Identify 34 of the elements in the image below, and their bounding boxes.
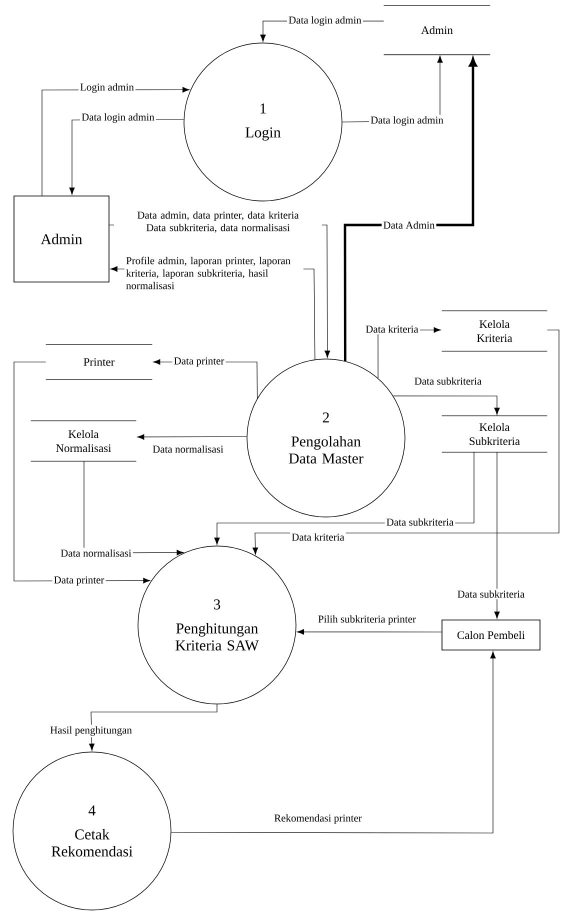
- data-store: Kelola Normalisasi: [30, 420, 137, 462]
- arrow: [494, 452, 500, 619]
- edge-label: Profile admin, laporan printer, laporan kriteria, laporan subkriteria, hasil normalisasi: [124, 255, 304, 291]
- data-store: Kelola Subkriteria: [441, 415, 548, 453]
- arrow: [344, 58, 477, 362]
- edge-label: Data printer: [52, 574, 106, 588]
- arrow: [392, 396, 500, 415]
- edge-label: Data subkriteria: [412, 376, 484, 386]
- edge-label: Data login admin: [80, 112, 156, 124]
- edge-label: Pilih subkriteria printer: [316, 614, 418, 626]
- edge-label: Data admin, data printer, data kriteria Data subkriteria, data normalisasi: [114, 210, 322, 234]
- data-store: Admin: [383, 4, 491, 56]
- edge-label: Data Admin: [382, 220, 436, 230]
- edge-label: Data kriteria: [364, 324, 420, 334]
- data-store: Kelola Kriteria: [441, 310, 548, 352]
- arrow: [252, 330, 560, 555]
- edge-label: Data printer: [172, 356, 226, 368]
- edge-label: Login admin: [78, 82, 136, 94]
- entity-box: Admin: [14, 196, 110, 282]
- edge-label: Rekomendasi printer: [272, 812, 364, 826]
- arrow: [137, 434, 247, 440]
- edge-label: Data normalisasi: [59, 548, 133, 558]
- edge-label: Data normalisasi: [151, 444, 225, 454]
- edge-label: Data kriteria: [290, 532, 346, 542]
- arrow: [171, 651, 496, 834]
- edge-label: Data subkriteria: [384, 516, 456, 528]
- arrow: [89, 704, 218, 751]
- data-store: Printer: [45, 344, 153, 380]
- arrow: [296, 629, 442, 635]
- edge-label: Data login admin: [369, 114, 445, 128]
- edge-label: Hasil penghitungan: [48, 724, 134, 738]
- edge-label: Data login admin: [287, 14, 363, 28]
- edge-label: Data subkriteria: [456, 588, 526, 600]
- entity-box: Calon Pembeli: [442, 620, 540, 650]
